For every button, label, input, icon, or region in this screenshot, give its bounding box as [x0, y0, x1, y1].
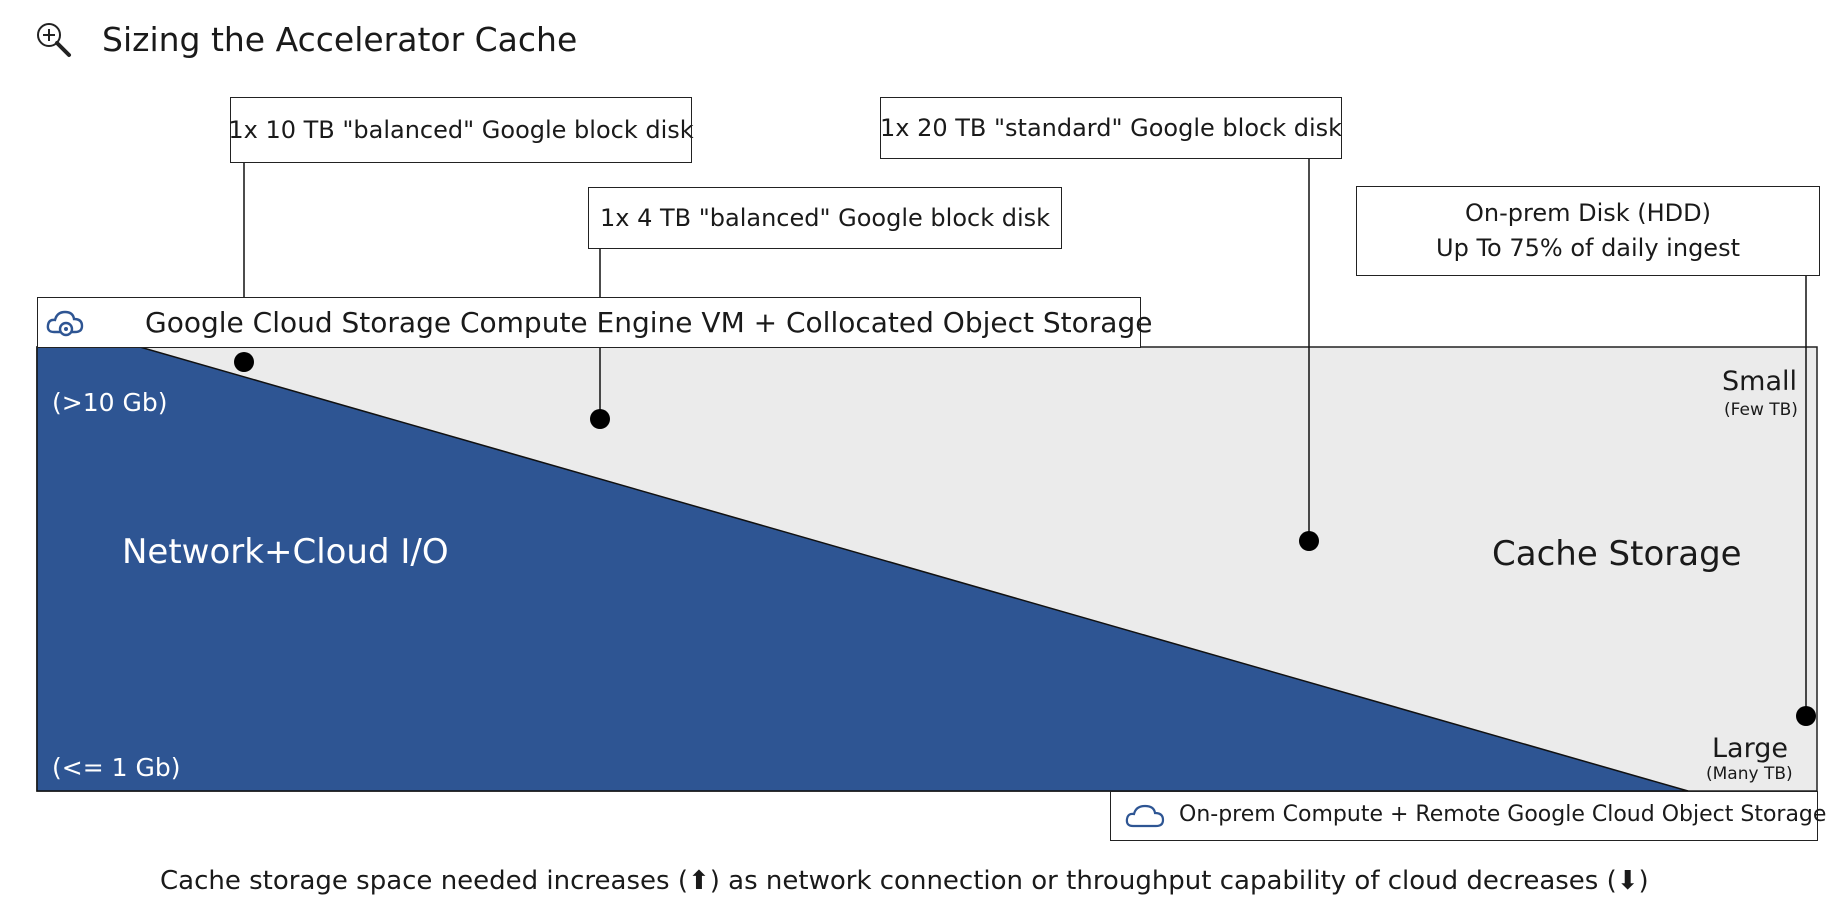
marker-onprem — [1796, 706, 1816, 726]
label-network-io: Network+Cloud I/O — [122, 532, 449, 572]
label-small-sub: (Few TB) — [1724, 400, 1798, 420]
zoom-in-icon — [37, 23, 71, 57]
cloud-icon — [1125, 804, 1165, 828]
callout-balanced-10tb: 1x 10 TB "balanced" Google block disk — [228, 97, 694, 163]
marker-4tb — [590, 409, 610, 429]
callout-onprem-line1: On-prem Disk (HDD) — [1464, 199, 1712, 227]
gcs-compute-label: Google Cloud Storage Compute Engine VM +… — [145, 306, 1153, 339]
callout-onprem-line2: Up To 75% of daily ingest — [1436, 234, 1740, 262]
marker-10tb — [234, 352, 254, 372]
label-high-bandwidth: (>10 Gb) — [52, 388, 168, 417]
label-large: Large — [1712, 733, 1788, 764]
onprem-compute-label: On-prem Compute + Remote Google Cloud Ob… — [1179, 802, 1827, 827]
onprem-compute-bar: On-prem Compute + Remote Google Cloud Ob… — [1110, 791, 1826, 841]
callout-balanced-4tb: 1x 4 TB "balanced" Google block disk — [588, 187, 1062, 249]
callout-onprem-disk: On-prem Disk (HDD) Up To 75% of daily in… — [1356, 186, 1820, 276]
page-title: Sizing the Accelerator Cache — [102, 20, 578, 59]
label-cache-storage: Cache Storage — [1492, 534, 1742, 574]
gcs-compute-bar: Google Cloud Storage Compute Engine VM +… — [37, 297, 1152, 348]
label-low-bandwidth: (<= 1 Gb) — [52, 753, 181, 782]
cloud-storage-icon — [46, 310, 84, 337]
footer-caption: Cache storage space needed increases (⬆)… — [160, 866, 1649, 896]
label-small: Small — [1722, 366, 1797, 397]
label-large-sub: (Many TB) — [1706, 764, 1793, 784]
marker-20tb — [1299, 531, 1319, 551]
callout-standard-20tb: 1x 20 TB "standard" Google block disk — [880, 97, 1342, 159]
